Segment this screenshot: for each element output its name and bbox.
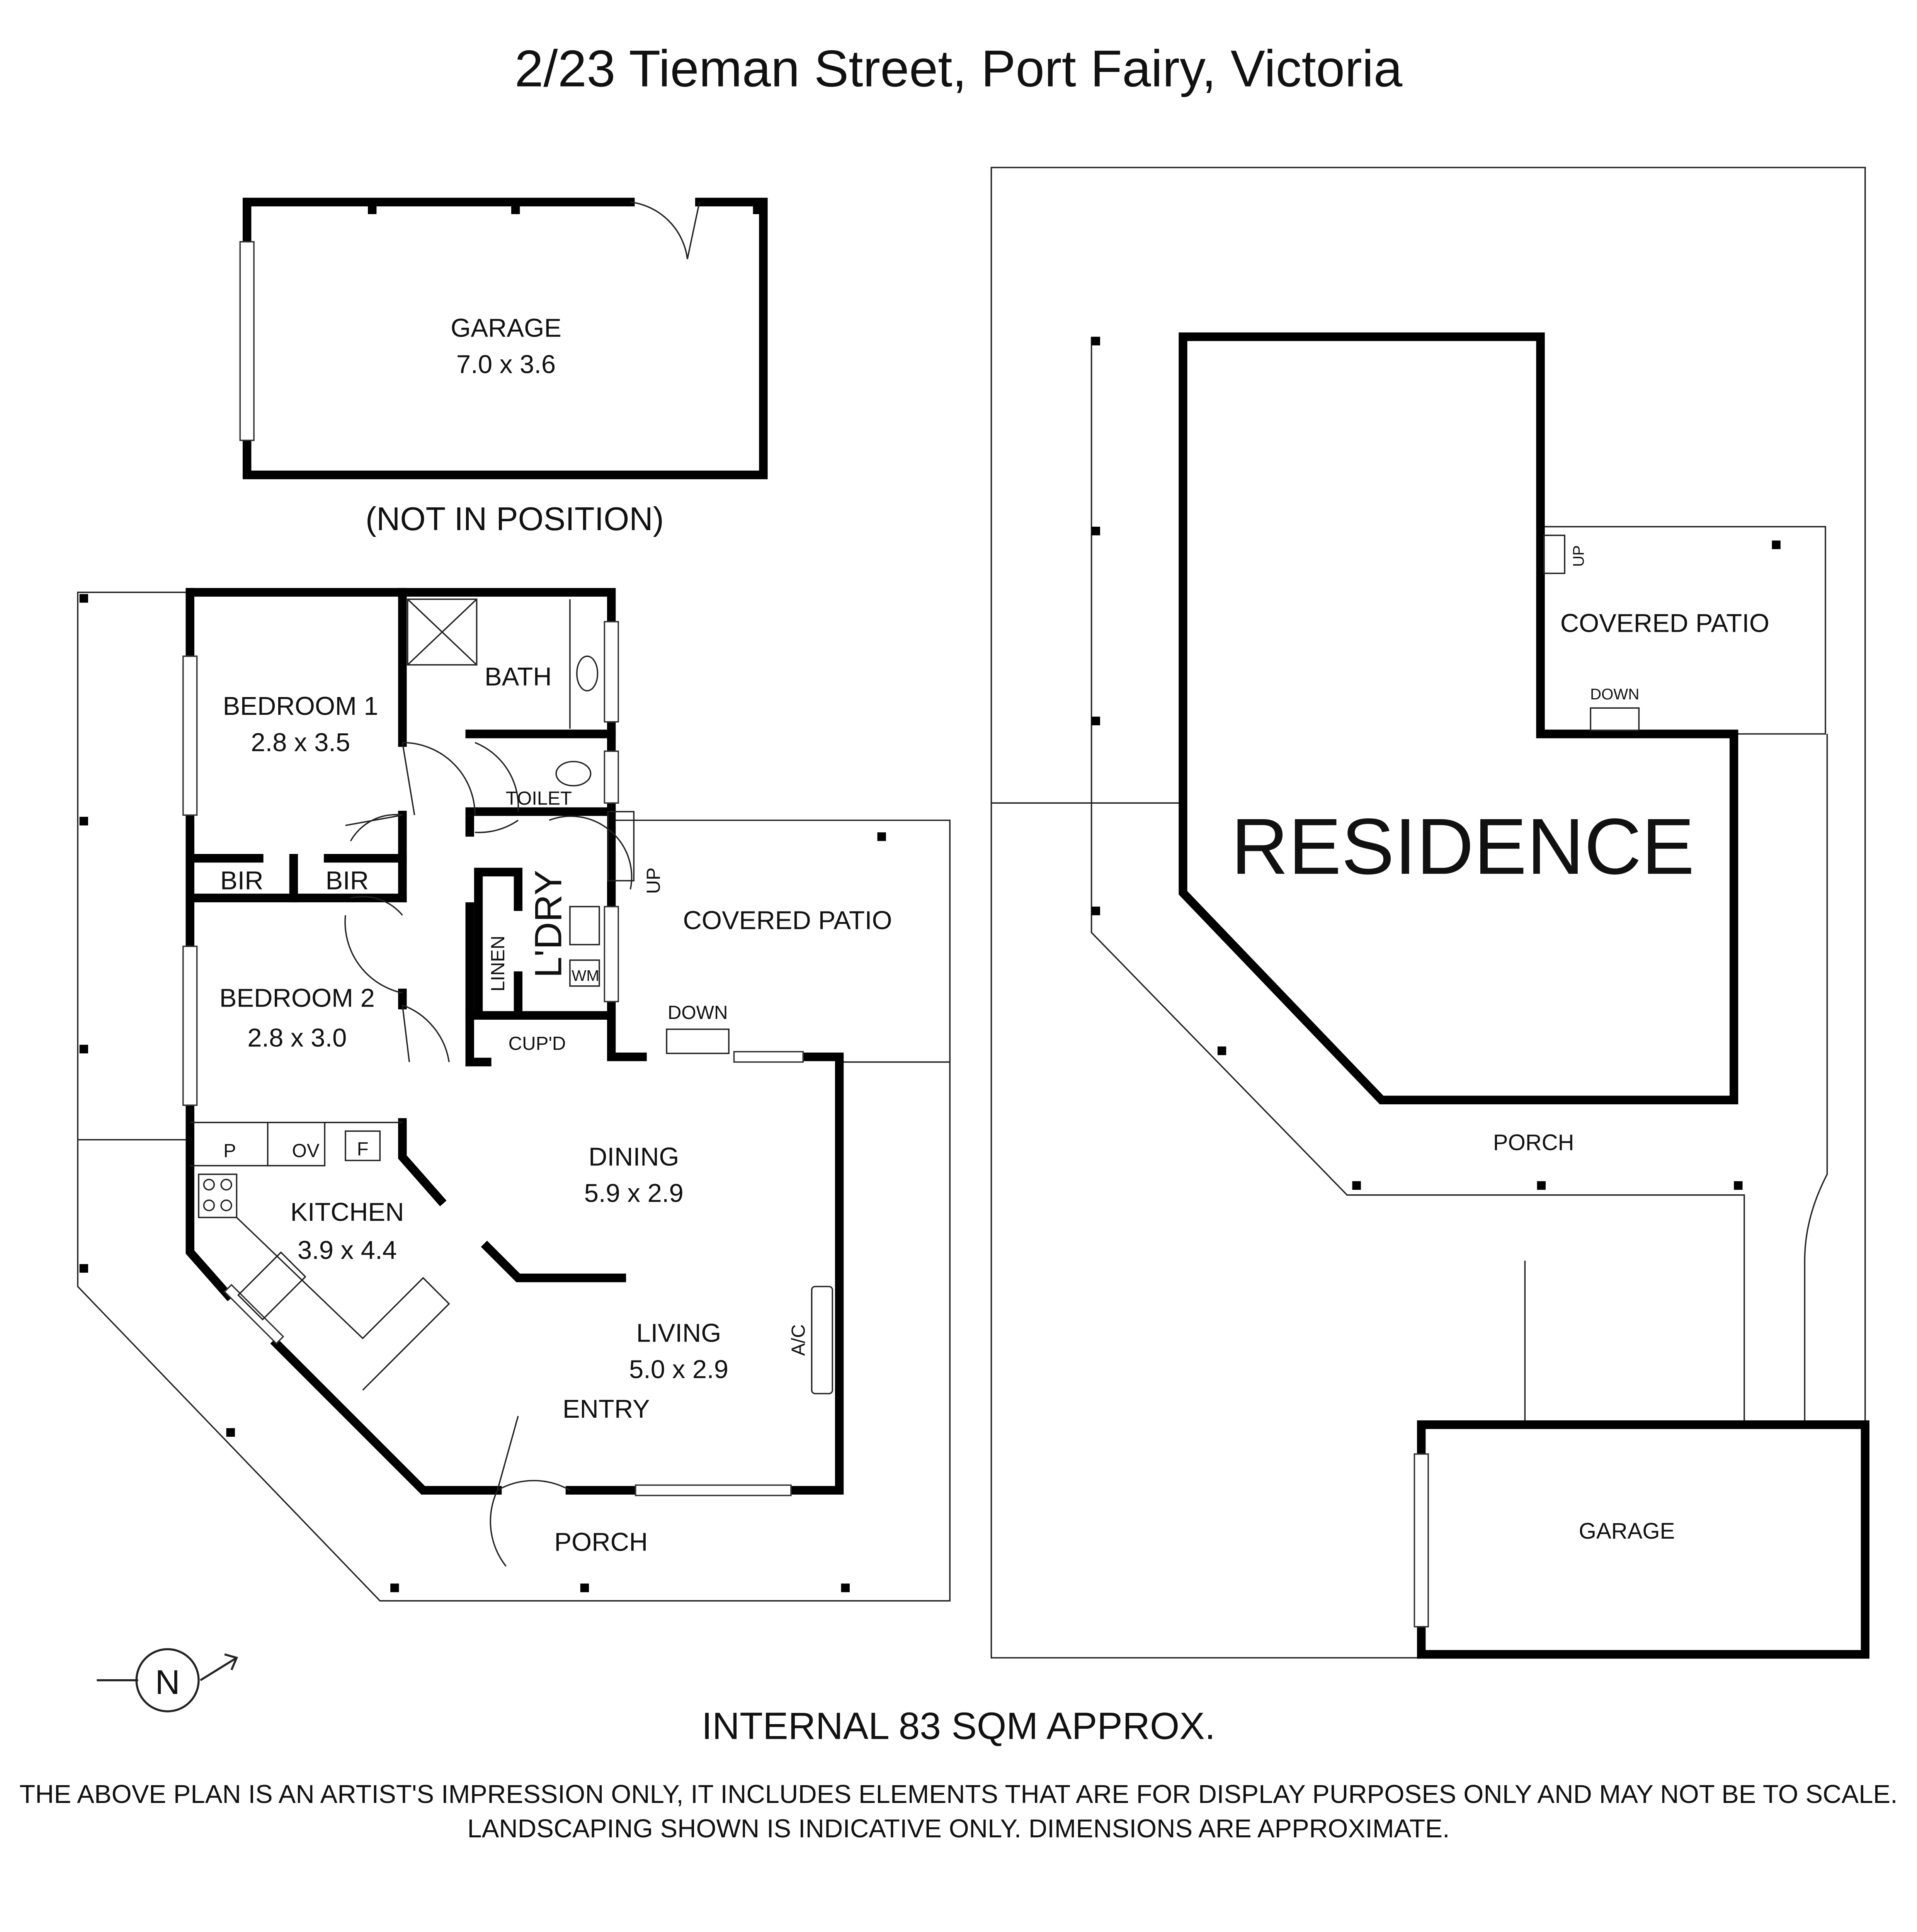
page-title: 2/23 Tieman Street, Port Fairy, Victoria (515, 40, 1403, 97)
up-label: UP (643, 867, 664, 894)
residence-label: RESIDENCE (1231, 802, 1694, 891)
bir-label-1: BIR (220, 866, 264, 895)
disclaimer-line-1: THE ABOVE PLAN IS AN ARTIST'S IMPRESSION… (19, 1780, 1898, 1809)
kitchen-size: 3.9 x 4.4 (298, 1236, 397, 1265)
garage-size: 7.0 x 3.6 (456, 350, 556, 379)
linen-label: LINEN (487, 935, 509, 992)
cupd-label: CUP'D (509, 1033, 566, 1054)
covered-patio-label: COVERED PATIO (683, 906, 892, 935)
pantry-label: P (223, 1140, 236, 1161)
down-label: DOWN (668, 1002, 728, 1023)
entry-label: ENTRY (563, 1395, 650, 1423)
site-porch-label: PORCH (1493, 1130, 1574, 1155)
living-label: LIVING (636, 1319, 721, 1348)
dining-label: DINING (589, 1143, 679, 1172)
bedroom1-size: 2.8 x 3.5 (251, 728, 350, 757)
wm-label: WM (572, 967, 599, 984)
garage-label: GARAGE (451, 313, 561, 342)
toilet-label: TOILET (506, 788, 572, 809)
kitchen-label: KITCHEN (290, 1198, 404, 1227)
oven-label: OV (292, 1140, 320, 1161)
floor-plan: 2/23 Tieman Street, Port Fairy, Victoria… (19, 40, 1898, 1843)
site-covered-patio-label: COVERED PATIO (1560, 609, 1769, 638)
north-compass: N (97, 1648, 238, 1713)
site-plan: RESIDENCE COVERED PATIO UP DOWN PORCH GA… (990, 167, 1869, 1659)
dining-size: 5.9 x 2.9 (584, 1179, 684, 1208)
bedroom2-size: 2.8 x 3.0 (247, 1023, 347, 1052)
site-up-label: UP (1570, 545, 1587, 567)
laundry-label: L'DRY (527, 870, 570, 978)
bir-label-2: BIR (326, 866, 369, 895)
disclaimer-line-2: LANDSCAPING SHOWN IS INDICATIVE ONLY. DI… (467, 1814, 1449, 1843)
fridge-label: F (357, 1138, 369, 1160)
site-garage-label: GARAGE (1579, 1519, 1675, 1544)
porch-label: PORCH (554, 1527, 648, 1556)
garage-note: (NOT IN POSITION) (366, 500, 664, 537)
compass-n-label: N (155, 1663, 180, 1701)
bedroom2-label: BEDROOM 2 (219, 984, 375, 1013)
dwelling-plan: BEDROOM 1 2.8 x 3.5 BATH TOILET BIR BIR … (77, 588, 951, 1602)
bath-label: BATH (485, 662, 552, 691)
ac-label: A/C (788, 1324, 809, 1356)
detached-garage: GARAGE 7.0 x 3.6 (NOT IN POSITION) (239, 197, 768, 537)
site-down-label: DOWN (1590, 685, 1639, 703)
area-label: INTERNAL 83 SQM APPROX. (702, 1704, 1215, 1747)
footer: N INTERNAL 83 SQM APPROX. THE ABOVE PLAN… (19, 1648, 1898, 1843)
living-size: 5.0 x 2.9 (629, 1355, 728, 1384)
bedroom1-label: BEDROOM 1 (223, 692, 378, 721)
